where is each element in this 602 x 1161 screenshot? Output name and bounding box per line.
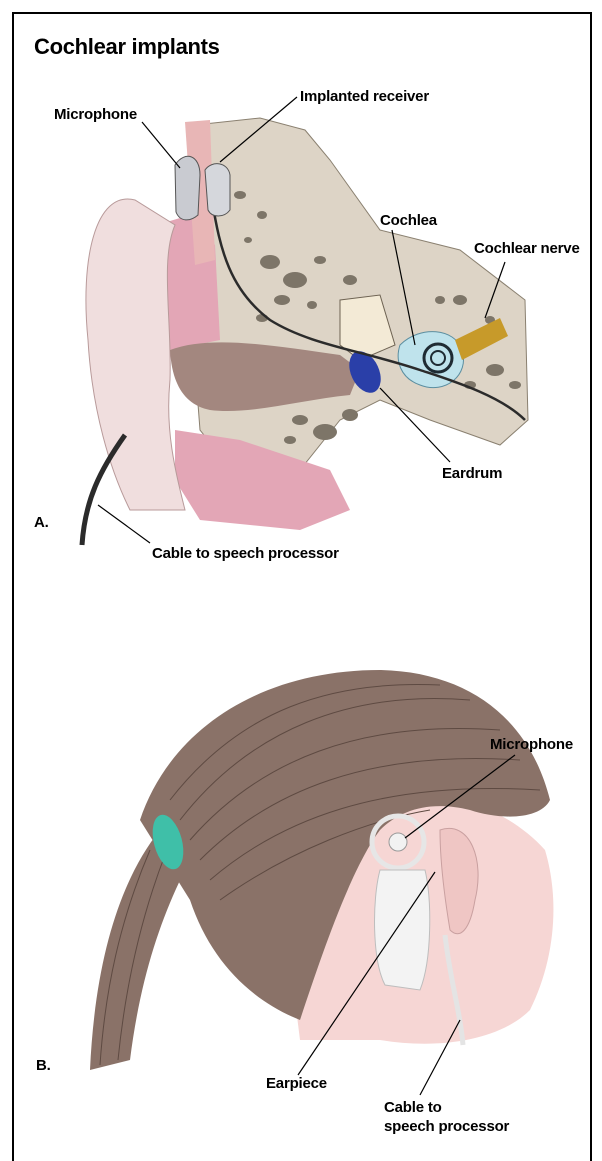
microphone-center [389, 833, 407, 851]
label-cable-b-line1: Cable to [384, 1098, 509, 1117]
label-microphone-a: Microphone [54, 106, 137, 123]
earpiece [375, 870, 430, 990]
label-earpiece: Earpiece [266, 1075, 327, 1092]
label-eardrum: Eardrum [442, 465, 502, 482]
panel-a-letter: A. [34, 514, 49, 531]
label-cochlea: Cochlea [380, 212, 437, 229]
label-cable-b: Cable to speech processor [384, 1098, 509, 1136]
label-implanted-receiver: Implanted receiver [300, 88, 429, 105]
label-cochlear-nerve: Cochlear nerve [474, 240, 580, 257]
label-microphone-b: Microphone [490, 736, 573, 753]
label-cable-b-line2: speech processor [384, 1117, 509, 1136]
head-illustration [90, 670, 553, 1070]
panel-b-letter: B. [36, 1057, 51, 1074]
receiver-device [205, 164, 230, 216]
label-cable-a: Cable to speech processor [152, 545, 339, 562]
